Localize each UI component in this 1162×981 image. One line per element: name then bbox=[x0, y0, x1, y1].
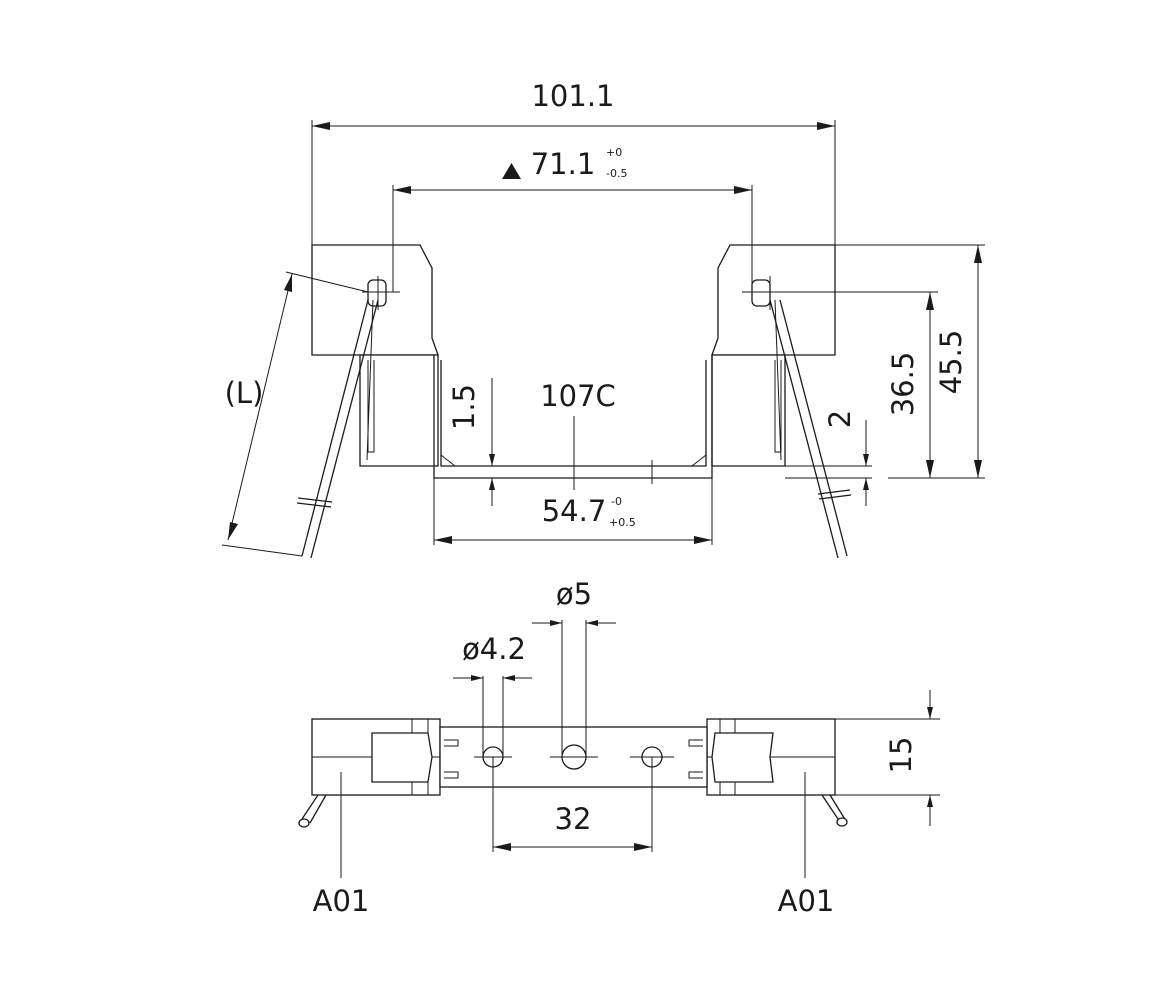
callout-right: A01 bbox=[778, 884, 835, 918]
base-plate bbox=[433, 355, 713, 479]
callout-left: A01 bbox=[313, 884, 370, 918]
right-rivet bbox=[742, 276, 782, 310]
label-base-width-tol-lower: +0.5 bbox=[609, 516, 636, 529]
right-housing bbox=[711, 244, 836, 356]
front-view: 101.1 71.1 +0 -0.5 107C 54.7 -0 +0.5 (L)… bbox=[221, 79, 985, 559]
left-lower-body bbox=[359, 354, 439, 467]
label-base-width: 54.7 bbox=[542, 494, 607, 528]
label-hole-small: ø4.2 bbox=[462, 632, 526, 666]
label-base-width-tol-upper: -0 bbox=[611, 495, 622, 508]
label-inner-width: 71.1 bbox=[531, 147, 596, 181]
label-depth: 15 bbox=[884, 737, 918, 774]
dim-line-lead-length bbox=[227, 273, 293, 541]
label-hole-pitch: 32 bbox=[555, 802, 592, 836]
left-lead-wire bbox=[296, 299, 379, 559]
right-lower-body bbox=[711, 354, 786, 467]
label-height-pin: 36.5 bbox=[886, 352, 920, 417]
label-inner-width-tol-upper: +0 bbox=[606, 146, 622, 159]
label-thickness-right: 2 bbox=[823, 410, 857, 428]
right-lead-wire bbox=[769, 299, 852, 559]
label-inner-width-tol-lower: -0.5 bbox=[606, 167, 627, 180]
label-hole-large: ø5 bbox=[556, 577, 592, 611]
label-overall-width: 101.1 bbox=[531, 79, 614, 113]
label-height-total: 45.5 bbox=[934, 330, 968, 395]
triangle-marker-icon bbox=[502, 163, 521, 179]
label-thickness-left: 1.5 bbox=[447, 384, 481, 430]
top-view: ø5 ø4.2 32 15 A01 A01 bbox=[298, 577, 940, 918]
label-model: 107C bbox=[540, 379, 616, 413]
label-lead-length: (L) bbox=[225, 376, 264, 410]
